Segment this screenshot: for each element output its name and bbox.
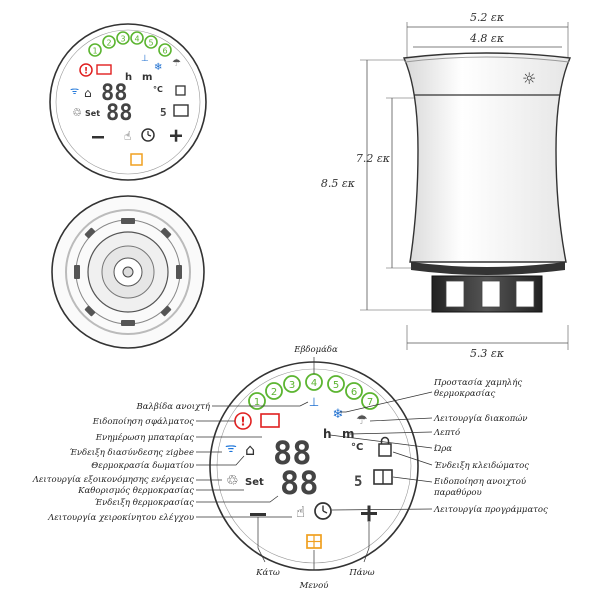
svg-text:Set: Set bbox=[245, 477, 264, 488]
dim-total-height: 8.5 εκ bbox=[321, 177, 356, 190]
svg-text:5: 5 bbox=[354, 474, 362, 490]
svg-text:7: 7 bbox=[367, 397, 373, 408]
svg-text:3: 3 bbox=[120, 35, 125, 44]
callout-lines bbox=[196, 357, 433, 570]
day-indicators-top: 1 2 3 4 5 6 bbox=[88, 31, 172, 57]
svg-text:1: 1 bbox=[92, 47, 97, 56]
dim-body-height: 7.2 εκ bbox=[356, 152, 391, 165]
day-indicators: 1 2 3 4 5 6 7 bbox=[248, 373, 379, 410]
svg-text:4: 4 bbox=[311, 378, 317, 389]
callout-hour: Ώρα bbox=[434, 443, 452, 454]
svg-text:1: 1 bbox=[254, 397, 260, 408]
callout-temp-display: Ένδειξη θερμοκρασίας bbox=[94, 497, 194, 508]
hand-icon: ☝ bbox=[124, 129, 131, 143]
lock-icon bbox=[378, 443, 392, 457]
svg-text:5: 5 bbox=[160, 106, 167, 119]
callout-frost-2: θερμοκρασίας bbox=[434, 388, 496, 399]
callout-valve-open: Βαλβίδα ανοιχτή bbox=[136, 401, 211, 412]
svg-text:2: 2 bbox=[106, 39, 111, 48]
callout-menu: Μενού bbox=[299, 580, 329, 591]
lock-icon bbox=[175, 85, 186, 96]
dim-top-width: 5.2 εκ bbox=[470, 11, 505, 24]
holiday-icon: ☂ bbox=[356, 413, 368, 428]
svg-text:°C: °C bbox=[351, 442, 363, 453]
callout-window-2: παραθύρου bbox=[433, 487, 482, 498]
eco-icon: ♲ bbox=[226, 473, 239, 489]
svg-text:!: ! bbox=[240, 415, 245, 429]
battery-icon bbox=[96, 64, 112, 75]
annotated-display: 1 2 3 4 5 6 7 ! ⊥ ❄ ☂ h m ᯤ ⌂ 88 °C ♲ Se bbox=[209, 361, 419, 571]
wifi-icon: ᯤ bbox=[70, 86, 79, 97]
dim-bottom-width: 5.3 εκ bbox=[470, 347, 505, 360]
svg-text:5: 5 bbox=[148, 39, 153, 48]
minus-icon bbox=[250, 513, 266, 516]
callout-fault: Ειδοποίηση σφάλματος bbox=[92, 416, 194, 427]
callout-holiday: Λειτουργία διακοπών bbox=[433, 413, 527, 424]
wifi-icon: ᯤ bbox=[225, 441, 237, 456]
sun-icon: ☼ bbox=[522, 69, 536, 88]
valve-icon: ⊥ bbox=[141, 54, 149, 64]
window-icon bbox=[173, 104, 189, 117]
callout-minute: Λεπτό bbox=[433, 427, 460, 438]
svg-text:5: 5 bbox=[333, 380, 339, 391]
svg-text:Set: Set bbox=[85, 109, 100, 118]
svg-text:°C: °C bbox=[153, 85, 163, 94]
svg-text:88: 88 bbox=[273, 434, 312, 472]
callout-room-temp: Θερμοκρασία δωματίου bbox=[91, 460, 194, 471]
callout-lock: Ένδειξη κλειδώματος bbox=[434, 460, 529, 471]
svg-text:88: 88 bbox=[280, 464, 319, 502]
house-thermometer-icon: ⌂ bbox=[84, 86, 92, 100]
front-display-top: 1 2 3 4 5 6 ! ⊥ ❄ ☂ h m ᯤ ⌂ 88 °C ♲ S bbox=[49, 23, 207, 181]
svg-text:6: 6 bbox=[351, 387, 357, 398]
back-view bbox=[51, 195, 205, 349]
svg-text:3: 3 bbox=[289, 380, 295, 391]
svg-text:h: h bbox=[323, 427, 332, 441]
exclamation-icon bbox=[79, 63, 93, 77]
side-view: 5.2 εκ 4.8 εκ ☼ 8.5 εκ 7.2 εκ 5.3 εκ bbox=[321, 11, 572, 360]
clock-icon bbox=[141, 128, 155, 142]
callout-battery: Ενημέρωση μπαταρίας bbox=[95, 432, 194, 443]
svg-text:!: ! bbox=[84, 67, 88, 77]
clock-icon bbox=[314, 502, 332, 520]
frost-icon: ❄ bbox=[333, 407, 344, 422]
hand-icon: ☝ bbox=[296, 503, 305, 521]
svg-text:88: 88 bbox=[101, 81, 128, 106]
battery-icon bbox=[260, 413, 280, 428]
frost-icon: ❄ bbox=[154, 62, 162, 73]
callout-up: Πάνω bbox=[348, 567, 374, 578]
callout-frost-1: Προστασία χαμηλής bbox=[433, 377, 522, 388]
callout-set-temp: Καθορισμός θερμοκρασίας bbox=[77, 485, 194, 496]
callout-week: Εβδομάδα bbox=[293, 344, 338, 355]
house-thermometer-icon: ⌂ bbox=[245, 440, 255, 459]
minus-icon bbox=[92, 136, 104, 139]
holiday-icon: ☂ bbox=[172, 58, 181, 69]
menu-icon bbox=[130, 153, 143, 166]
callout-zigbee: Ένδειξη διασύνδεσης zigbee bbox=[69, 447, 194, 458]
callout-program: Λειτουργία προγράμματος bbox=[433, 504, 548, 515]
svg-text:6: 6 bbox=[162, 47, 167, 56]
callout-eco: Λειτουργία εξοικονόμησης ενέργειας bbox=[32, 474, 195, 485]
svg-text:4: 4 bbox=[134, 35, 139, 44]
svg-text:h: h bbox=[125, 72, 132, 83]
svg-text:2: 2 bbox=[271, 387, 277, 398]
valve-icon: ⊥ bbox=[309, 395, 319, 409]
svg-text:m: m bbox=[142, 72, 152, 83]
callout-down: Κάτω bbox=[255, 567, 280, 578]
callout-window-1: Ειδοποίηση ανοιχτού bbox=[433, 476, 526, 487]
callout-manual: Λειτουργία χειροκίνητου ελέγχου bbox=[47, 512, 194, 523]
svg-text:88: 88 bbox=[106, 101, 133, 126]
eco-icon: ♲ bbox=[72, 106, 82, 119]
dim-inner-width: 4.8 εκ bbox=[469, 32, 505, 45]
